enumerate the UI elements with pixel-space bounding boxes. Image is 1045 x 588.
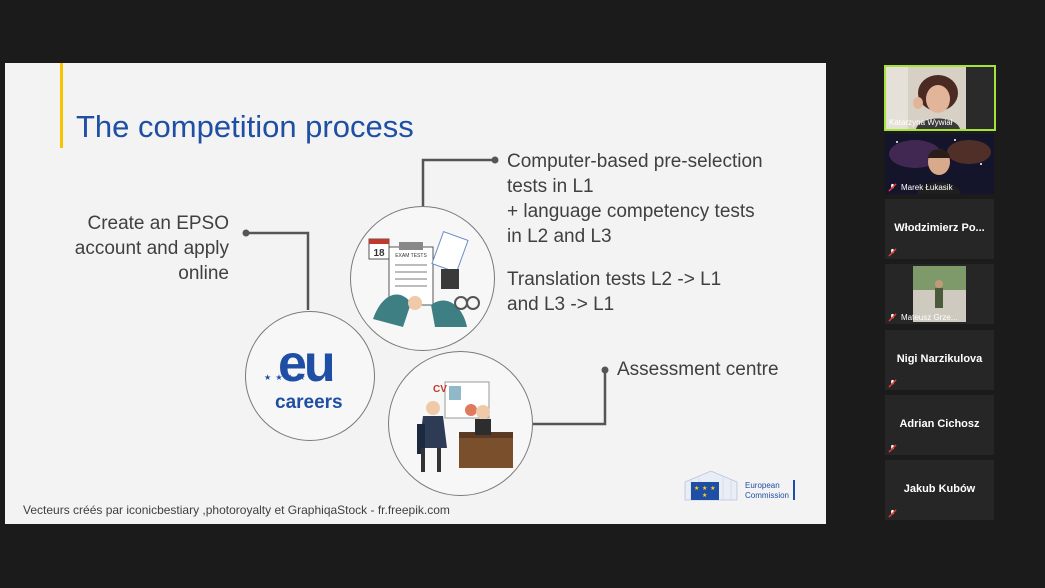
participant-name: Jakub Kubów <box>903 483 976 495</box>
participant-name: Mateusz Grze... <box>901 313 958 322</box>
participant-name: Adrian Cichosz <box>899 418 980 430</box>
ec-logo-separator <box>793 480 795 500</box>
assessment-centre-illustration-circle: CV <box>388 351 533 496</box>
mic-muted-icon <box>888 313 897 322</box>
exam-tests-illustration-circle: EXAM TESTS 18 <box>350 206 495 351</box>
title-accent-bar <box>60 63 63 148</box>
mic-muted-icon <box>888 379 897 388</box>
exam-tests-label: EXAM TESTS <box>395 253 427 259</box>
participant-video <box>885 134 994 194</box>
participant-name: Nigi Narzikulova <box>896 353 983 365</box>
eu-logo-careers: careers <box>275 392 343 413</box>
participant-tile-adrian[interactable]: Adrian Cichosz <box>885 395 994 455</box>
participant-tile-nigi[interactable]: Nigi Narzikulova <box>885 330 994 390</box>
participant-video <box>885 264 994 324</box>
calendar-day: 18 <box>373 248 385 259</box>
step-translation-text: Translation tests L2 -> L1 and L3 -> L1 <box>507 269 722 315</box>
participant-video <box>886 67 994 129</box>
image-credit: Vecteurs créés par iconicbestiary ,photo… <box>23 503 450 517</box>
mic-muted-icon <box>888 509 897 518</box>
mic-muted-icon <box>888 248 897 257</box>
eu-logo-word: eu <box>278 335 336 393</box>
participant-tile-jakub[interactable]: Jakub Kubów <box>885 460 994 520</box>
eu-careers-logo-circle: eu ★ ★ ★ ★ careers <box>245 311 375 441</box>
presentation-slide: The competition process Create an EPSO a… <box>5 63 826 524</box>
process-connectors <box>242 156 609 426</box>
step-apply-text: Create an EPSO account and apply online <box>74 213 229 284</box>
european-commission-logo: ★ ★ ★ ★ European Commission <box>681 468 799 502</box>
participant-tile-marek[interactable]: Marek Łukasik <box>885 134 994 194</box>
step-preselection-text: Computer-based pre-selection tests in L1… <box>507 151 763 247</box>
participant-tile-wlodzimierz[interactable]: Włodzimierz Po... <box>885 199 994 259</box>
mic-muted-icon <box>888 444 897 453</box>
participant-name: Katarzyna Wywiał <box>889 118 953 127</box>
participant-name: Włodzimierz Po... <box>894 222 985 234</box>
participant-tile-mateusz[interactable]: Mateusz Grze... <box>885 264 994 324</box>
mic-muted-icon <box>888 183 897 192</box>
participant-name: Marek Łukasik <box>901 183 953 192</box>
ec-logo-text: European Commission <box>745 481 790 500</box>
eu-flag-icon: ★ ★ ★ ★ <box>691 482 719 500</box>
assessment-centre-illustration: CV <box>417 381 513 472</box>
step-assessment-text: Assessment centre <box>617 359 779 380</box>
cv-label: CV <box>433 384 447 395</box>
exam-tests-illustration: EXAM TESTS 18 <box>368 230 480 327</box>
eu-stars-icon: ★ ★ ★ ★ <box>264 373 307 382</box>
participant-tile-katarzyna[interactable]: Katarzyna Wywiał <box>884 65 996 131</box>
slide-title: The competition process <box>76 109 414 144</box>
